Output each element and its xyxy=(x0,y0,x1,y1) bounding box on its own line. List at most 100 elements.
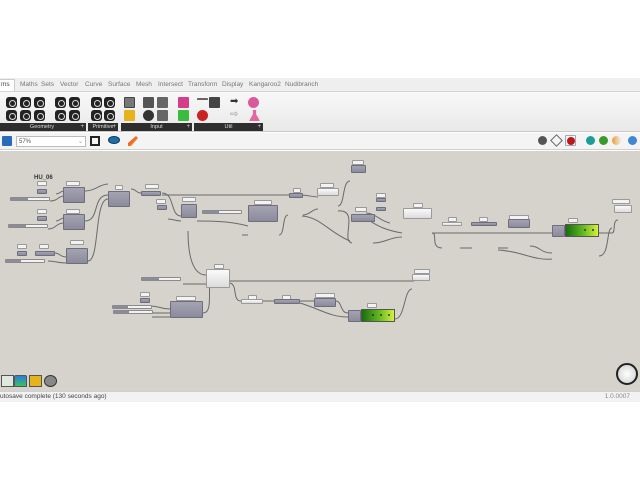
value-list-icon[interactable] xyxy=(157,110,168,121)
number-slider[interactable] xyxy=(5,259,45,263)
number-param[interactable] xyxy=(37,189,47,194)
tab-nudibranch[interactable]: Nudibranch xyxy=(285,81,319,88)
blue-sphere-icon[interactable] xyxy=(628,136,637,145)
arrow-outline-icon[interactable]: ⇨ xyxy=(230,109,239,120)
green-sphere-icon[interactable] xyxy=(599,136,608,145)
timer-widget-icon[interactable] xyxy=(44,375,57,387)
light-component[interactable] xyxy=(412,274,430,281)
light-component[interactable] xyxy=(403,208,432,219)
component-node[interactable] xyxy=(181,204,197,218)
panel-icon[interactable] xyxy=(124,97,135,108)
navigation-compass-icon[interactable] xyxy=(616,363,638,385)
mesh-param-icon[interactable] xyxy=(55,97,66,108)
canvas-widget-icon[interactable] xyxy=(1,375,14,387)
tree-icon[interactable] xyxy=(209,97,220,108)
save-icon[interactable] xyxy=(2,136,12,146)
plane-param-icon[interactable] xyxy=(34,110,45,121)
number-slider[interactable] xyxy=(10,197,50,201)
wire-icon[interactable] xyxy=(197,98,208,104)
orange-sphere-icon[interactable] xyxy=(612,136,621,145)
preview-off-icon[interactable] xyxy=(538,136,547,145)
light-component[interactable] xyxy=(206,269,230,288)
group-label-util[interactable]: Util+ xyxy=(194,123,263,131)
sketch-brush-icon[interactable] xyxy=(128,136,138,146)
zoom-dropdown[interactable]: 57% ⌄ xyxy=(16,136,86,147)
number-slider[interactable] xyxy=(141,277,181,281)
number-param[interactable] xyxy=(37,216,47,221)
tab-vector[interactable]: Vector xyxy=(60,81,79,88)
tab-intersect[interactable]: Intersect xyxy=(158,81,183,88)
component-node[interactable] xyxy=(248,205,278,222)
group-label-geometry[interactable]: Geometry+ xyxy=(0,123,86,131)
param-node[interactable] xyxy=(351,165,366,173)
light-component[interactable] xyxy=(317,188,339,196)
field-param-icon[interactable] xyxy=(69,110,80,121)
flask-icon[interactable] xyxy=(249,110,260,121)
eye-icon[interactable] xyxy=(108,136,120,144)
param-node[interactable] xyxy=(471,222,497,226)
param-node[interactable] xyxy=(289,193,303,198)
component-node[interactable] xyxy=(314,298,336,307)
circle-param-icon[interactable] xyxy=(6,97,17,108)
gradient-widget-icon[interactable] xyxy=(29,375,42,387)
line-param-icon[interactable] xyxy=(6,110,17,121)
preview-shaded-selected[interactable] xyxy=(565,135,576,146)
arrow-right-icon[interactable]: ➡ xyxy=(230,96,239,107)
tab-mesh[interactable]: Mesh xyxy=(136,81,152,88)
param-node[interactable] xyxy=(376,198,386,202)
teal-sphere-icon[interactable] xyxy=(586,136,595,145)
gradient-component[interactable] xyxy=(552,225,565,237)
light-param[interactable] xyxy=(241,299,263,304)
tab-display[interactable]: Display xyxy=(222,81,244,88)
number-slider[interactable] xyxy=(112,305,152,309)
group-label-input[interactable]: Input+ xyxy=(121,123,192,131)
md-slider-icon[interactable] xyxy=(178,110,189,121)
number-slider[interactable] xyxy=(202,210,242,214)
color-swatch-icon[interactable] xyxy=(178,97,189,108)
cherry-icon[interactable] xyxy=(197,110,208,121)
light-param[interactable] xyxy=(442,222,462,226)
light-component[interactable] xyxy=(614,205,632,213)
gradient-preview[interactable] xyxy=(361,309,395,322)
number-slider[interactable] xyxy=(8,224,48,228)
component-node[interactable] xyxy=(63,214,85,230)
gradient-component[interactable] xyxy=(348,310,361,322)
tab-surface[interactable]: Surface xyxy=(108,81,131,88)
boolean-param-icon[interactable] xyxy=(91,97,102,108)
component-node[interactable] xyxy=(508,219,530,228)
component-node[interactable] xyxy=(63,187,85,203)
param-node[interactable] xyxy=(351,214,375,222)
sphere-icon[interactable] xyxy=(248,97,259,108)
tab-curve[interactable]: Curve xyxy=(85,81,103,88)
button-icon[interactable] xyxy=(143,110,154,121)
integer-param-icon[interactable] xyxy=(104,97,115,108)
data-recorder-icon[interactable] xyxy=(157,97,168,108)
number-param-icon[interactable] xyxy=(91,110,102,121)
geometry-param[interactable] xyxy=(141,191,161,196)
gradient-preview[interactable] xyxy=(565,224,599,237)
toggle-icon[interactable] xyxy=(143,97,154,108)
tab-sets[interactable]: Sets xyxy=(41,81,55,88)
tab-maths[interactable]: Maths xyxy=(20,81,38,88)
group-label-primitive[interactable]: Primitive+ xyxy=(88,123,118,131)
merge-component[interactable] xyxy=(108,191,130,207)
curve-param-icon[interactable] xyxy=(20,97,31,108)
point-param-icon[interactable] xyxy=(69,97,80,108)
green-preview-icon[interactable] xyxy=(14,375,27,387)
surface-param-icon[interactable] xyxy=(34,97,45,108)
number-param[interactable] xyxy=(157,205,167,210)
component-node[interactable] xyxy=(170,301,203,318)
brep-param-icon[interactable] xyxy=(20,110,31,121)
text-param-icon[interactable] xyxy=(104,110,115,121)
number-param[interactable] xyxy=(35,251,55,256)
number-slider[interactable] xyxy=(113,310,153,314)
tab-kangaroo2[interactable]: Kangaroo2 xyxy=(249,81,281,88)
zoom-extents-icon[interactable] xyxy=(90,136,100,146)
geometry-param-icon[interactable] xyxy=(55,110,66,121)
preview-wireframe-icon[interactable] xyxy=(550,134,563,147)
number-param[interactable] xyxy=(140,298,150,303)
param-node[interactable] xyxy=(274,299,300,304)
tab-params[interactable]: ms xyxy=(0,79,15,91)
param-node[interactable] xyxy=(376,207,386,211)
component-node[interactable] xyxy=(66,248,88,264)
